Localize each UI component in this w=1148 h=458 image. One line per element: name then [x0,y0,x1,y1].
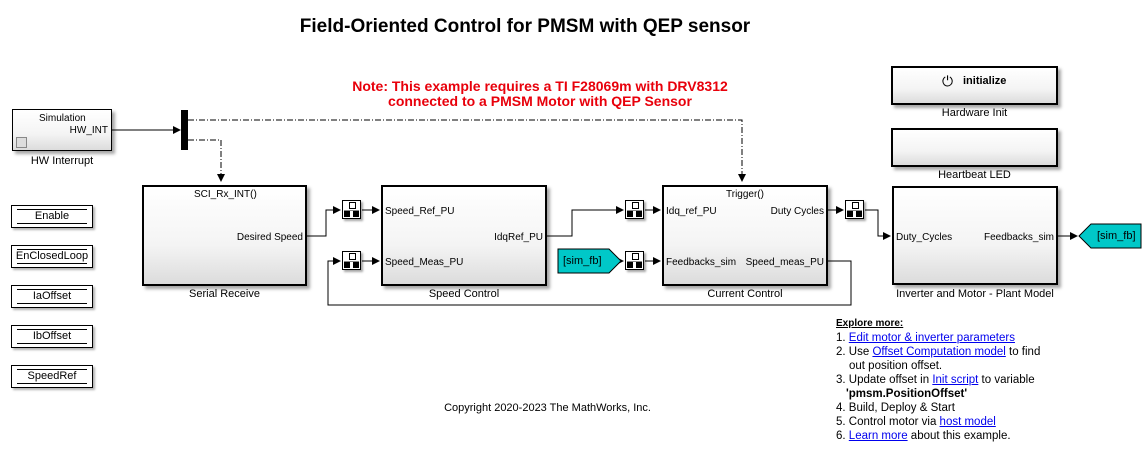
host-model-link[interactable]: host model [939,416,996,428]
explore-item-4: 4. Build, Deploy & Start [836,402,955,414]
function-call-split [181,110,188,150]
power-icon: ⏻ [942,73,954,89]
explore-item-6: 6. Learn more about this example. [836,430,1011,442]
serial-trigger-port: SCI_Rx_INT() [194,189,257,200]
desired-speed-port: Desired Speed [236,232,303,243]
idq-ref-port: Idq_ref_PU [666,206,717,217]
speed-meas-port: Speed_Meas_PU [385,257,464,268]
explore-item-3b: 'pmsm.PositionOffset' [846,388,968,400]
offset-model-link[interactable]: Offset Computation model [872,346,1006,358]
explore-item-2b: out position offset. [849,360,943,372]
constant-enclosedloop[interactable]: EnClosedLoop [11,245,93,268]
explore-item-1: 1. Edit motor & inverter parameters [836,332,1015,344]
explore-item-3: 3. Update offset in Init script to varia… [836,374,1035,386]
wire-idqref [546,206,624,237]
feedbacks-out-port: Feedbacks_sim [983,232,1054,243]
current-trigger-port: Trigger() [726,189,764,200]
serial-receive-label: Serial Receive [189,288,260,300]
rate-transition-1[interactable] [342,200,361,219]
rate-transition-4[interactable] [625,251,644,270]
rate-transition-5[interactable] [845,200,864,219]
heartbeat-led-block[interactable] [891,128,1058,167]
duty-cycles-in-port: Duty_Cycles [896,232,953,243]
initialize-button[interactable]: initialize [963,75,1007,87]
hw-interrupt-label: HW Interrupt [30,155,94,167]
explore-item-2: 2. Use Offset Computation model to find [836,346,1041,358]
speed-meas-out-port: Speed_meas_PU [745,257,824,268]
feedbacks-sim-port: Feedbacks_sim [666,257,737,268]
learn-more-link[interactable]: Learn more [848,430,908,442]
speed-ref-port: Speed_Ref_PU [385,206,455,217]
rate-transition-2[interactable] [342,251,361,270]
constant-iboffset[interactable]: IbOffset [11,325,93,348]
constant-enable[interactable]: Enable [11,205,93,228]
explore-item-5: 5. Control motor via host model [836,416,996,428]
from-sim-fb-tag[interactable] [557,248,623,274]
hardware-note: Note: This example requires a TI F28069m… [300,79,780,109]
plant-model-block[interactable]: Duty_Cycles Feedbacks_sim [892,186,1058,285]
plant-model-label: Inverter and Motor - Plant Model [896,288,1054,300]
hw-interrupt-block[interactable]: Simulation HW_INT [12,109,112,151]
rate-transition-3[interactable] [625,200,644,219]
wire-fcn-current [188,119,746,182]
wire-fcn-serial [188,139,225,182]
wire-speed-feedback [327,257,852,306]
speed-control-label: Speed Control [428,288,500,300]
explore-more-panel: Explore more: 1. Edit motor & inverter p… [836,317,1040,443]
page-title: Field-Oriented Control for PMSM with QEP… [299,16,751,37]
edit-params-link[interactable]: Edit motor & inverter parameters [848,332,1015,344]
goto-tag-label: [sim_fb] [1097,230,1136,242]
constant-speedref[interactable]: SpeedRef [11,365,93,388]
hardware-init-label: Hardware Init [941,107,1008,119]
note-line-2: connected to a PMSM Motor with QEP Senso… [388,93,692,109]
init-script-link[interactable]: Init script [932,374,979,386]
from-tag-label: [sim_fb] [563,255,602,267]
constant-iaoffset[interactable]: IaOffset [11,285,93,308]
duty-cycles-port: Duty Cycles [770,206,824,217]
hw-int-port: HW_INT [69,125,108,136]
idqref-port: IdqRef_PU [494,232,543,243]
hw-interrupt-title: Simulation [39,113,86,124]
subsystem-link-icon [16,137,27,148]
copyright: Copyright 2020-2023 The MathWorks, Inc. [444,402,651,414]
heartbeat-led-label: Heartbeat LED [938,169,1011,181]
wire-desired-speed [306,206,341,237]
note-line-1: Note: This example requires a TI F28069m… [352,78,728,94]
goto-sim-fb-tag[interactable] [1078,223,1144,249]
explore-heading: Explore more: [836,318,904,329]
current-control-block[interactable]: Trigger() Idq_ref_PU Duty Cycles Feedbac… [662,185,828,286]
current-control-label: Current Control [707,288,783,300]
hardware-init-block[interactable]: ⏻ initialize [891,66,1058,105]
serial-receive-block[interactable]: SCI_Rx_INT() Desired Speed [142,185,307,286]
speed-control-block[interactable]: Speed_Ref_PU IdqRef_PU Speed_Meas_PU [381,185,547,286]
